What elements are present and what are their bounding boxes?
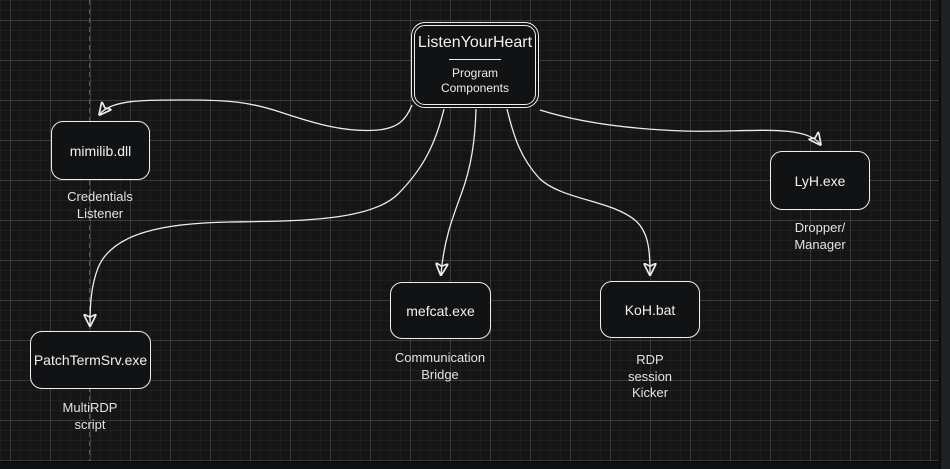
node-koh[interactable]: KoH.bat [600,281,700,338]
node-mimilib-label: mimilib.dll [69,142,132,159]
root-node-divider [449,59,501,60]
root-node-title: ListenYourHeart [417,34,533,51]
node-listenyourheart-inner: ListenYourHeart Program Components [414,25,536,105]
caption-mimilib-line2: Listener [76,205,124,221]
node-patchtermsrv[interactable]: PatchTermSrv.exe [30,331,151,389]
caption-mimilib[interactable]: Credentials Listener [40,189,160,222]
caption-mimilib-line1: Credentials [67,189,133,204]
edge-root-to-mefcat[interactable] [441,108,477,274]
edge-root-to-koh[interactable] [506,108,650,274]
caption-koh-line1: RDP [636,352,664,367]
page-boundary-guide [89,0,90,461]
node-mimilib[interactable]: mimilib.dll [51,121,150,180]
node-koh-label: KoH.bat [624,301,676,318]
caption-mefcat[interactable]: Communication Bridge [370,350,510,383]
caption-patchtermsrv-line2: script [74,416,106,432]
caption-patchtermsrv-line1: MultiRDP [62,400,118,415]
caption-lyh[interactable]: Dropper/ Manager [760,220,880,253]
node-mefcat[interactable]: mefcat.exe [390,282,491,339]
caption-koh-line3: Kicker [631,385,669,400]
caption-lyh-line1: Dropper/ [794,220,846,235]
vertical-scrollbar-track[interactable] [939,0,950,469]
caption-patchtermsrv[interactable]: MultiRDP script [30,400,150,433]
node-lyh-label: LyH.exe [794,172,846,189]
horizontal-scrollbar-track[interactable] [0,461,939,469]
caption-lyh-line2: Manager [794,236,846,252]
root-node-subtitle-line1: Program [451,66,498,80]
caption-koh[interactable]: RDP session Kicker [590,352,710,402]
node-listenyourheart[interactable]: ListenYourHeart Program Components [411,22,539,108]
edge-root-to-mimilib[interactable] [100,99,413,132]
node-patchtermsrv-label: PatchTermSrv.exe [33,352,148,368]
edge-root-to-lyh[interactable] [539,109,820,144]
caption-mefcat-line2: Bridge [421,366,459,382]
edge-root-to-patchtermsrv[interactable] [90,108,445,325]
node-mefcat-label: mefcat.exe [406,302,475,319]
caption-mefcat-line1: Communication [394,350,486,365]
node-lyh[interactable]: LyH.exe [770,151,870,210]
caption-koh-line2: session [627,368,673,384]
root-node-subtitle-line2: Components [440,81,510,95]
